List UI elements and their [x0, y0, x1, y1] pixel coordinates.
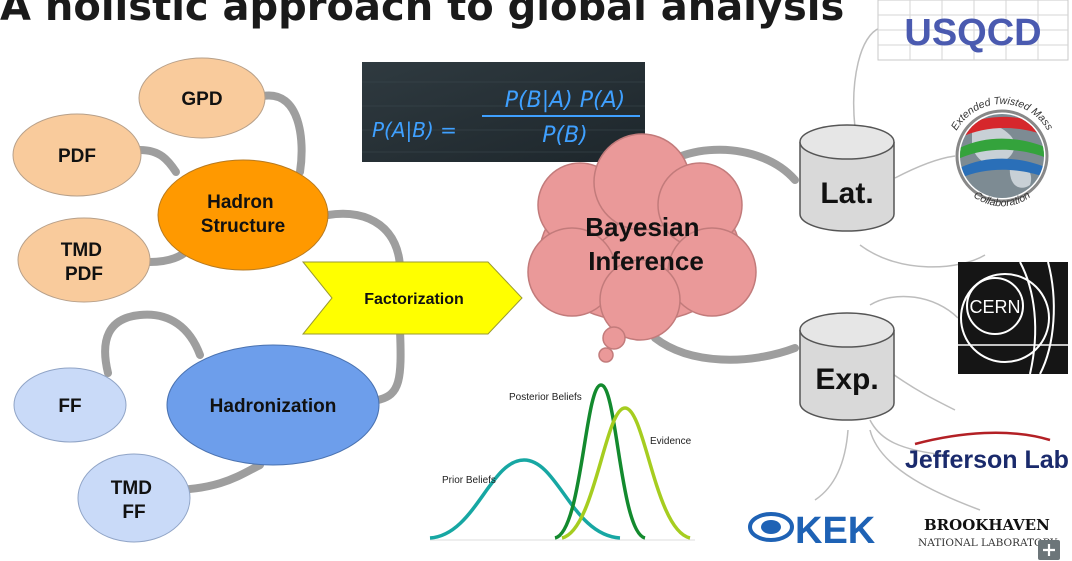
bayesian-curves	[429, 383, 695, 541]
tmd-pdf-label-line1: TMD	[61, 240, 102, 261]
connector-bayes-exp	[651, 334, 799, 364]
hadron-structure-node	[157, 159, 329, 271]
gpd-node	[138, 57, 266, 139]
hadron-structure-cluster: GPD PDF TMD PDF Hadron Structure	[12, 57, 329, 303]
connector-gpd-hadron	[259, 91, 306, 176]
etmc-logo: Extended Twisted Mass Collaboration	[949, 95, 1056, 210]
tmd-pdf-node	[17, 217, 151, 303]
equation-lhs: P(A|B) =	[372, 118, 457, 142]
connector-ff-hadronization	[101, 310, 204, 377]
prior-curve	[429, 458, 621, 540]
factorization-arrow: Factorization	[301, 261, 523, 335]
connector-pdf-hadron	[136, 146, 180, 176]
lattice-database: Lat.	[799, 124, 895, 232]
evidence-label: Evidence	[650, 436, 692, 447]
ff-label: FF	[58, 396, 81, 417]
experiment-label: Exp.	[815, 363, 878, 396]
hadron-structure-label: Hadron Structure	[201, 192, 285, 237]
hadron-structure-label-line2: Structure	[201, 216, 285, 237]
tmd-ff-label-line2: FF	[122, 502, 145, 523]
pdf-label: PDF	[58, 146, 96, 167]
cern-logo: CERN	[958, 261, 1068, 375]
tmd-ff-node	[77, 453, 191, 543]
jefferson-lab-logo: Jefferson Lab	[905, 431, 1069, 474]
tmd-ff-label: TMD FF	[111, 478, 157, 523]
connector-factorization-hadronization	[374, 326, 405, 404]
bayesian-label-line2: Inference	[588, 246, 704, 276]
page-title: A holistic approach to global analysis	[0, 0, 845, 30]
lattice-label: Lat.	[820, 177, 873, 210]
equation-numerator: P(B|A) P(A)	[505, 88, 625, 113]
brookhaven-logo: BROOKHAVEN NATIONAL LABORATORY	[918, 516, 1058, 549]
equation-denominator: P(B)	[542, 123, 588, 148]
usqcd-logo: USQCD	[877, 0, 1069, 61]
hadronization-node	[166, 344, 380, 466]
prior-beliefs-label: Prior Beliefs	[442, 475, 496, 486]
kek-logo: KEK	[748, 510, 876, 552]
hadronization-label: Hadronization	[210, 396, 337, 417]
experiment-database: Exp.	[799, 312, 895, 421]
hadronization-cluster: FF TMD FF Hadronization	[13, 344, 380, 543]
bayesian-label-line1: Bayesian	[585, 212, 699, 242]
logo-connectors	[814, 27, 986, 511]
usqcd-logo-text: USQCD	[904, 12, 1041, 54]
tmd-pdf-label-line2: PDF	[65, 264, 103, 285]
cern-logo-text: CERN	[969, 297, 1020, 317]
pdf-node	[12, 113, 142, 197]
bayesian-inference-cloud	[527, 133, 757, 363]
bayes-equation-image: P(A|B) = P(B|A) P(A) P(B)	[362, 62, 645, 162]
factorization-label: Factorization	[364, 291, 464, 308]
posterior-curve	[554, 383, 646, 540]
hadron-structure-label-line1: Hadron	[207, 192, 274, 213]
kek-logo-text: KEK	[795, 510, 876, 552]
brookhaven-logo-bottom-text: NATIONAL LABORATORY	[918, 537, 1058, 549]
tmd-ff-label-line1: TMD	[111, 478, 152, 499]
tmd-pdf-label: TMD PDF	[61, 240, 107, 285]
gpd-label: GPD	[181, 89, 222, 110]
connector-hadron-factorization	[324, 209, 404, 274]
brookhaven-logo-top-text: BROOKHAVEN	[924, 516, 1050, 534]
evidence-curve	[561, 406, 691, 540]
jefferson-lab-logo-text: Jefferson Lab	[905, 446, 1069, 474]
plus-icon	[1043, 544, 1055, 556]
bayesian-inference-label: Bayesian Inference	[585, 212, 706, 276]
posterior-beliefs-label: Posterior Beliefs	[509, 392, 582, 403]
ff-node	[13, 367, 127, 443]
slide-corner-button[interactable]	[1038, 540, 1060, 560]
